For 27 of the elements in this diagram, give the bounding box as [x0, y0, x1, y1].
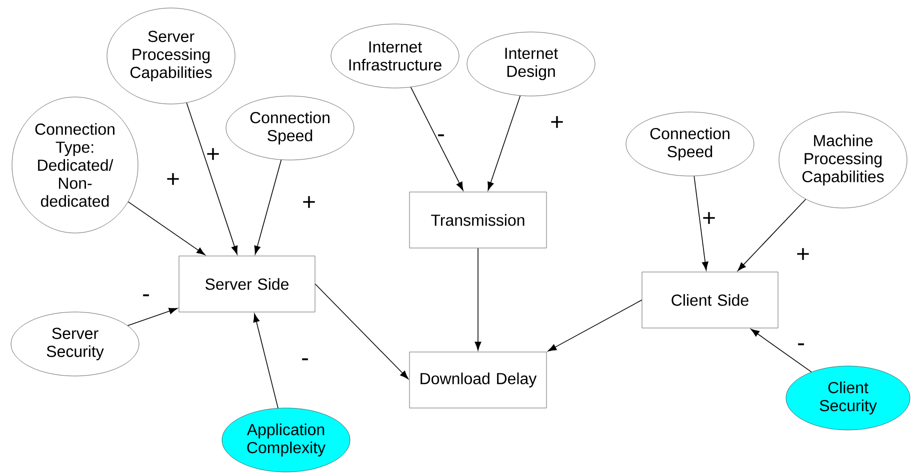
edge-label: - [438, 134, 444, 136]
edge-label: - [143, 294, 149, 296]
process-box: Download Delay [409, 352, 547, 408]
process-box: Server Side [178, 256, 316, 312]
edge-label: - [798, 343, 804, 346]
process-box: Client Side [642, 272, 778, 328]
process-box: Transmission [409, 192, 547, 248]
arrow [186, 102, 238, 255]
edge-label: + [207, 148, 219, 160]
arrow [694, 176, 708, 270]
edge-label: - [302, 358, 308, 360]
arrow [750, 328, 812, 372]
edge-label: + [167, 173, 179, 185]
arrow [548, 300, 642, 352]
arrow [127, 308, 178, 326]
arrow [738, 198, 806, 271]
edge-label: + [551, 116, 563, 128]
edge-label: + [303, 196, 315, 208]
arrow [474, 248, 482, 350]
arrow [128, 201, 206, 256]
arrow [314, 284, 408, 380]
arrow [253, 314, 278, 408]
edge-label: + [797, 248, 809, 260]
arrow [254, 159, 282, 254]
arrow [410, 86, 464, 191]
arrow [488, 95, 521, 191]
edge-label: + [703, 212, 715, 224]
